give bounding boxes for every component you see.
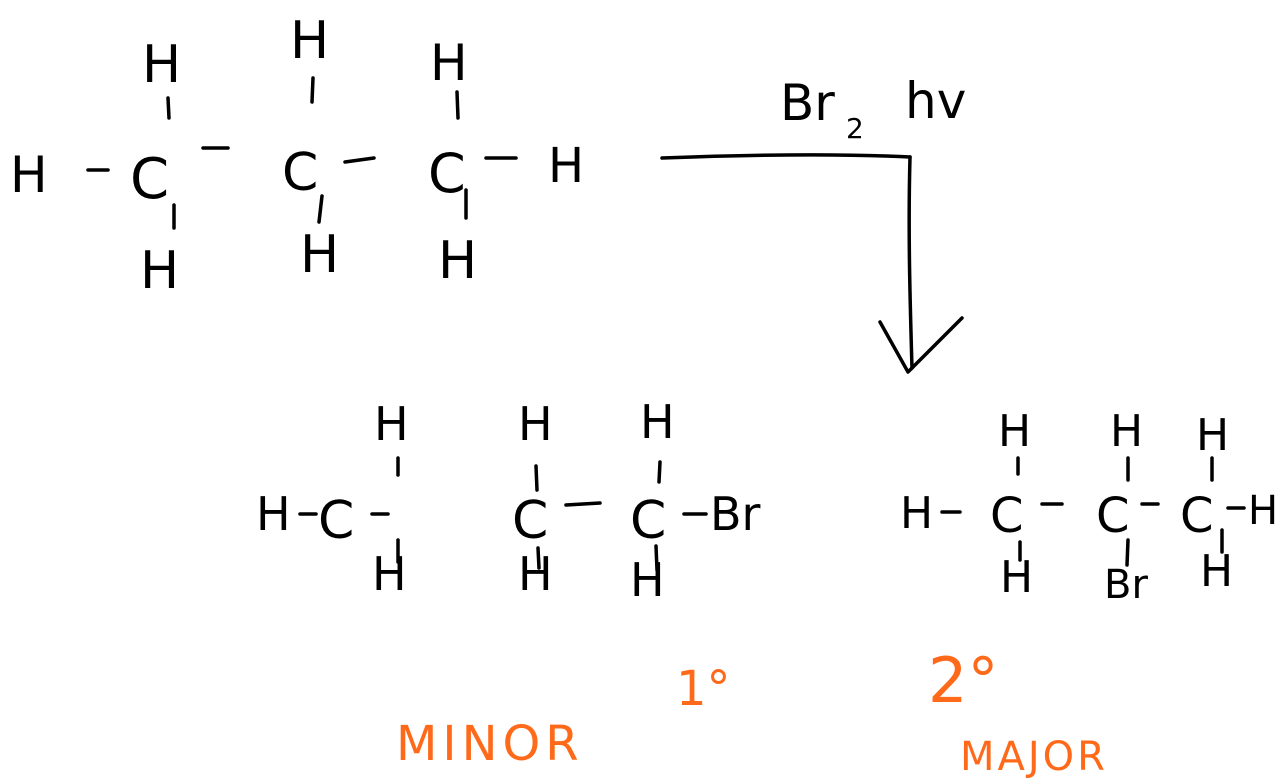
major-carbon-1: C (990, 488, 1024, 544)
minor-top-h-3: H (640, 395, 675, 449)
minor-top-h-1: H (374, 397, 409, 451)
minor-degree-label: 1° (676, 661, 731, 717)
bond (534, 464, 539, 492)
reactant-propane: H C C C H H H H H H H (10, 11, 584, 301)
bond (564, 501, 602, 507)
arrowhead (878, 316, 964, 374)
bond (654, 544, 659, 572)
reactant-bottom-h-1: H (140, 241, 179, 301)
bond (657, 460, 662, 484)
minor-bottom-h-2: H (518, 547, 553, 601)
major-top-h-1: H (998, 406, 1031, 457)
reactant-carbon-3: C (428, 142, 466, 205)
bond (455, 90, 460, 120)
major-bottom-h-3: H (1200, 546, 1233, 597)
major-top-h-3: H (1196, 410, 1229, 461)
major-bottom-h: H (1000, 552, 1033, 603)
reactant-bottom-h-3: H (438, 231, 477, 291)
annotations: 1° MINOR 2° MAJOR (396, 644, 1108, 780)
minor-label: MINOR (396, 716, 584, 772)
bond (536, 546, 541, 570)
minor-right-br: Br (710, 487, 761, 541)
major-degree-label: 2° (928, 644, 998, 717)
major-product: H C C C H H H H H Br H (900, 406, 1278, 608)
minor-carbon-1: C (318, 491, 354, 551)
major-carbon-3: C (1180, 488, 1214, 544)
bond (317, 194, 324, 224)
major-carbon-2: C (1096, 488, 1130, 544)
reactant-right-h: H (548, 138, 584, 194)
minor-left-h: H (256, 487, 291, 541)
reaction-arrow (660, 153, 964, 374)
reactant-top-h-1: H (142, 35, 181, 95)
reagent: Br 2 hv (780, 72, 966, 145)
reactant-top-h-2: H (290, 11, 329, 71)
major-left-h: H (900, 488, 933, 539)
reactant-top-h-3: H (430, 34, 468, 92)
bond (310, 76, 315, 104)
reactant-carbon-1: C (130, 147, 169, 212)
major-right-h: H (1248, 488, 1278, 534)
reactant-bottom-h-2: H (300, 225, 339, 285)
minor-bottom-h-1: H (372, 547, 407, 601)
bond (343, 156, 376, 164)
minor-carbon-2: C (512, 491, 548, 551)
bond (166, 96, 171, 120)
major-bottom-br: Br (1104, 562, 1148, 608)
reagent-subscript: 2 (846, 112, 864, 145)
bond (1125, 538, 1130, 567)
minor-top-h-2: H (518, 397, 553, 451)
minor-bottom-h-3: H (630, 553, 665, 607)
reactant-carbon-2: C (282, 143, 318, 203)
major-label: MAJOR (960, 734, 1108, 780)
minor-product: H C C C Br H H H H H H (256, 395, 761, 607)
reagent-light: hv (905, 72, 966, 130)
major-top-h-2: H (1110, 406, 1143, 457)
reactant-left-h: H (10, 146, 48, 204)
minor-carbon-3: C (630, 491, 666, 551)
arrow-horizontal-shaft (660, 153, 912, 160)
arrow-vertical-shaft (907, 155, 914, 370)
reagent-bromine: Br (780, 74, 835, 132)
